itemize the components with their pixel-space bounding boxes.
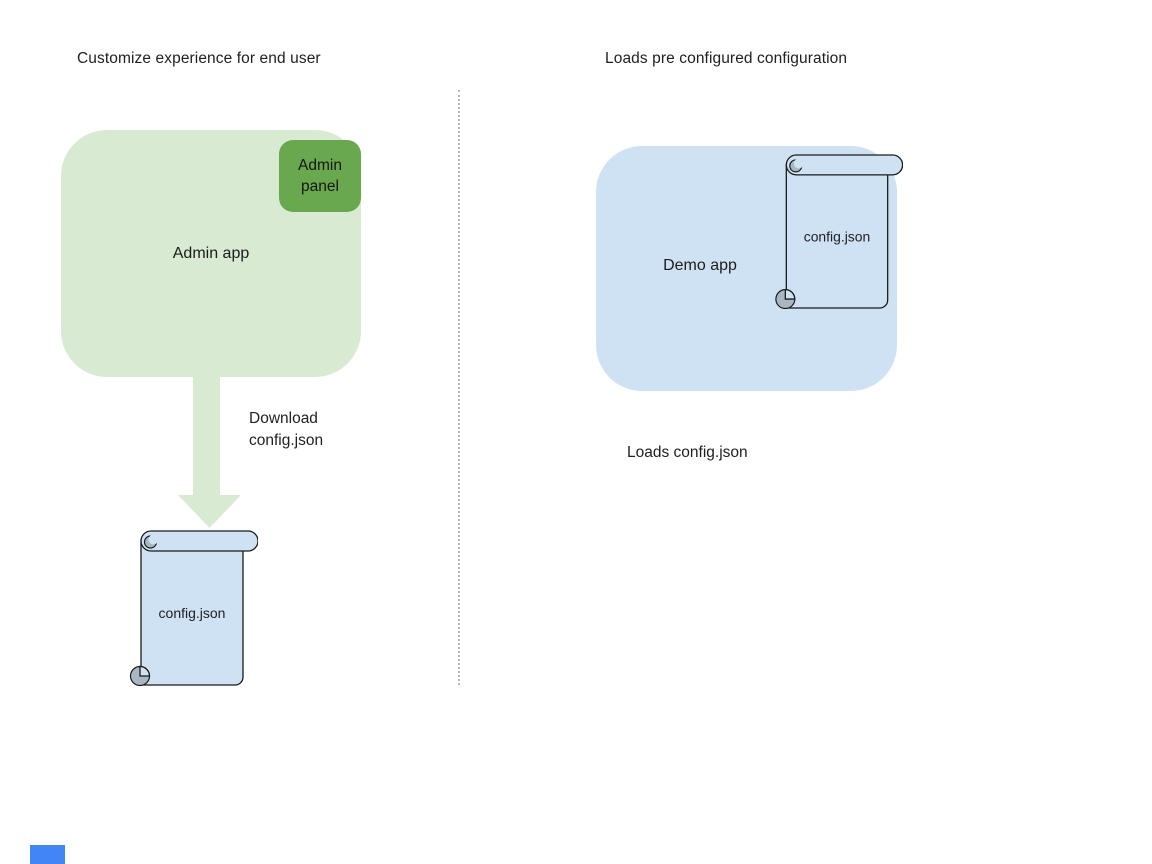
config-json-scroll-right: config.json — [775, 154, 903, 310]
download-arrow-shape — [178, 377, 241, 528]
scroll-bottom-curl-fold — [139, 665, 151, 677]
scroll-top-roll — [140, 530, 258, 552]
partial-blue-shape — [30, 845, 65, 864]
scroll-body — [140, 540, 244, 686]
admin-panel-box: Admin panel — [279, 140, 361, 212]
demo-app-label: Demo app — [663, 257, 737, 274]
config-json-label-right: config.json — [804, 228, 870, 244]
loads-config-caption: Loads config.json — [627, 444, 748, 461]
section-divider — [458, 90, 460, 685]
download-arrow-label: Download config.json — [249, 410, 324, 449]
left-section-title: Customize experience for end user — [77, 50, 321, 67]
admin-app-label: Admin app — [172, 244, 250, 262]
scroll-top-curl-highlight — [793, 158, 804, 169]
right-section-title: Loads pre configured configuration — [605, 50, 848, 67]
scroll-bottom-curl-fold — [784, 288, 796, 300]
config-json-label-left: config.json — [159, 605, 226, 621]
config-json-scroll-left: config.json — [129, 530, 258, 687]
scroll-body — [785, 164, 889, 309]
scroll-top-curl-highlight — [148, 534, 159, 545]
admin-app-box: Admin app Admin panel — [61, 130, 361, 377]
scroll-top-roll — [785, 154, 903, 176]
download-arrow-icon — [178, 377, 241, 528]
